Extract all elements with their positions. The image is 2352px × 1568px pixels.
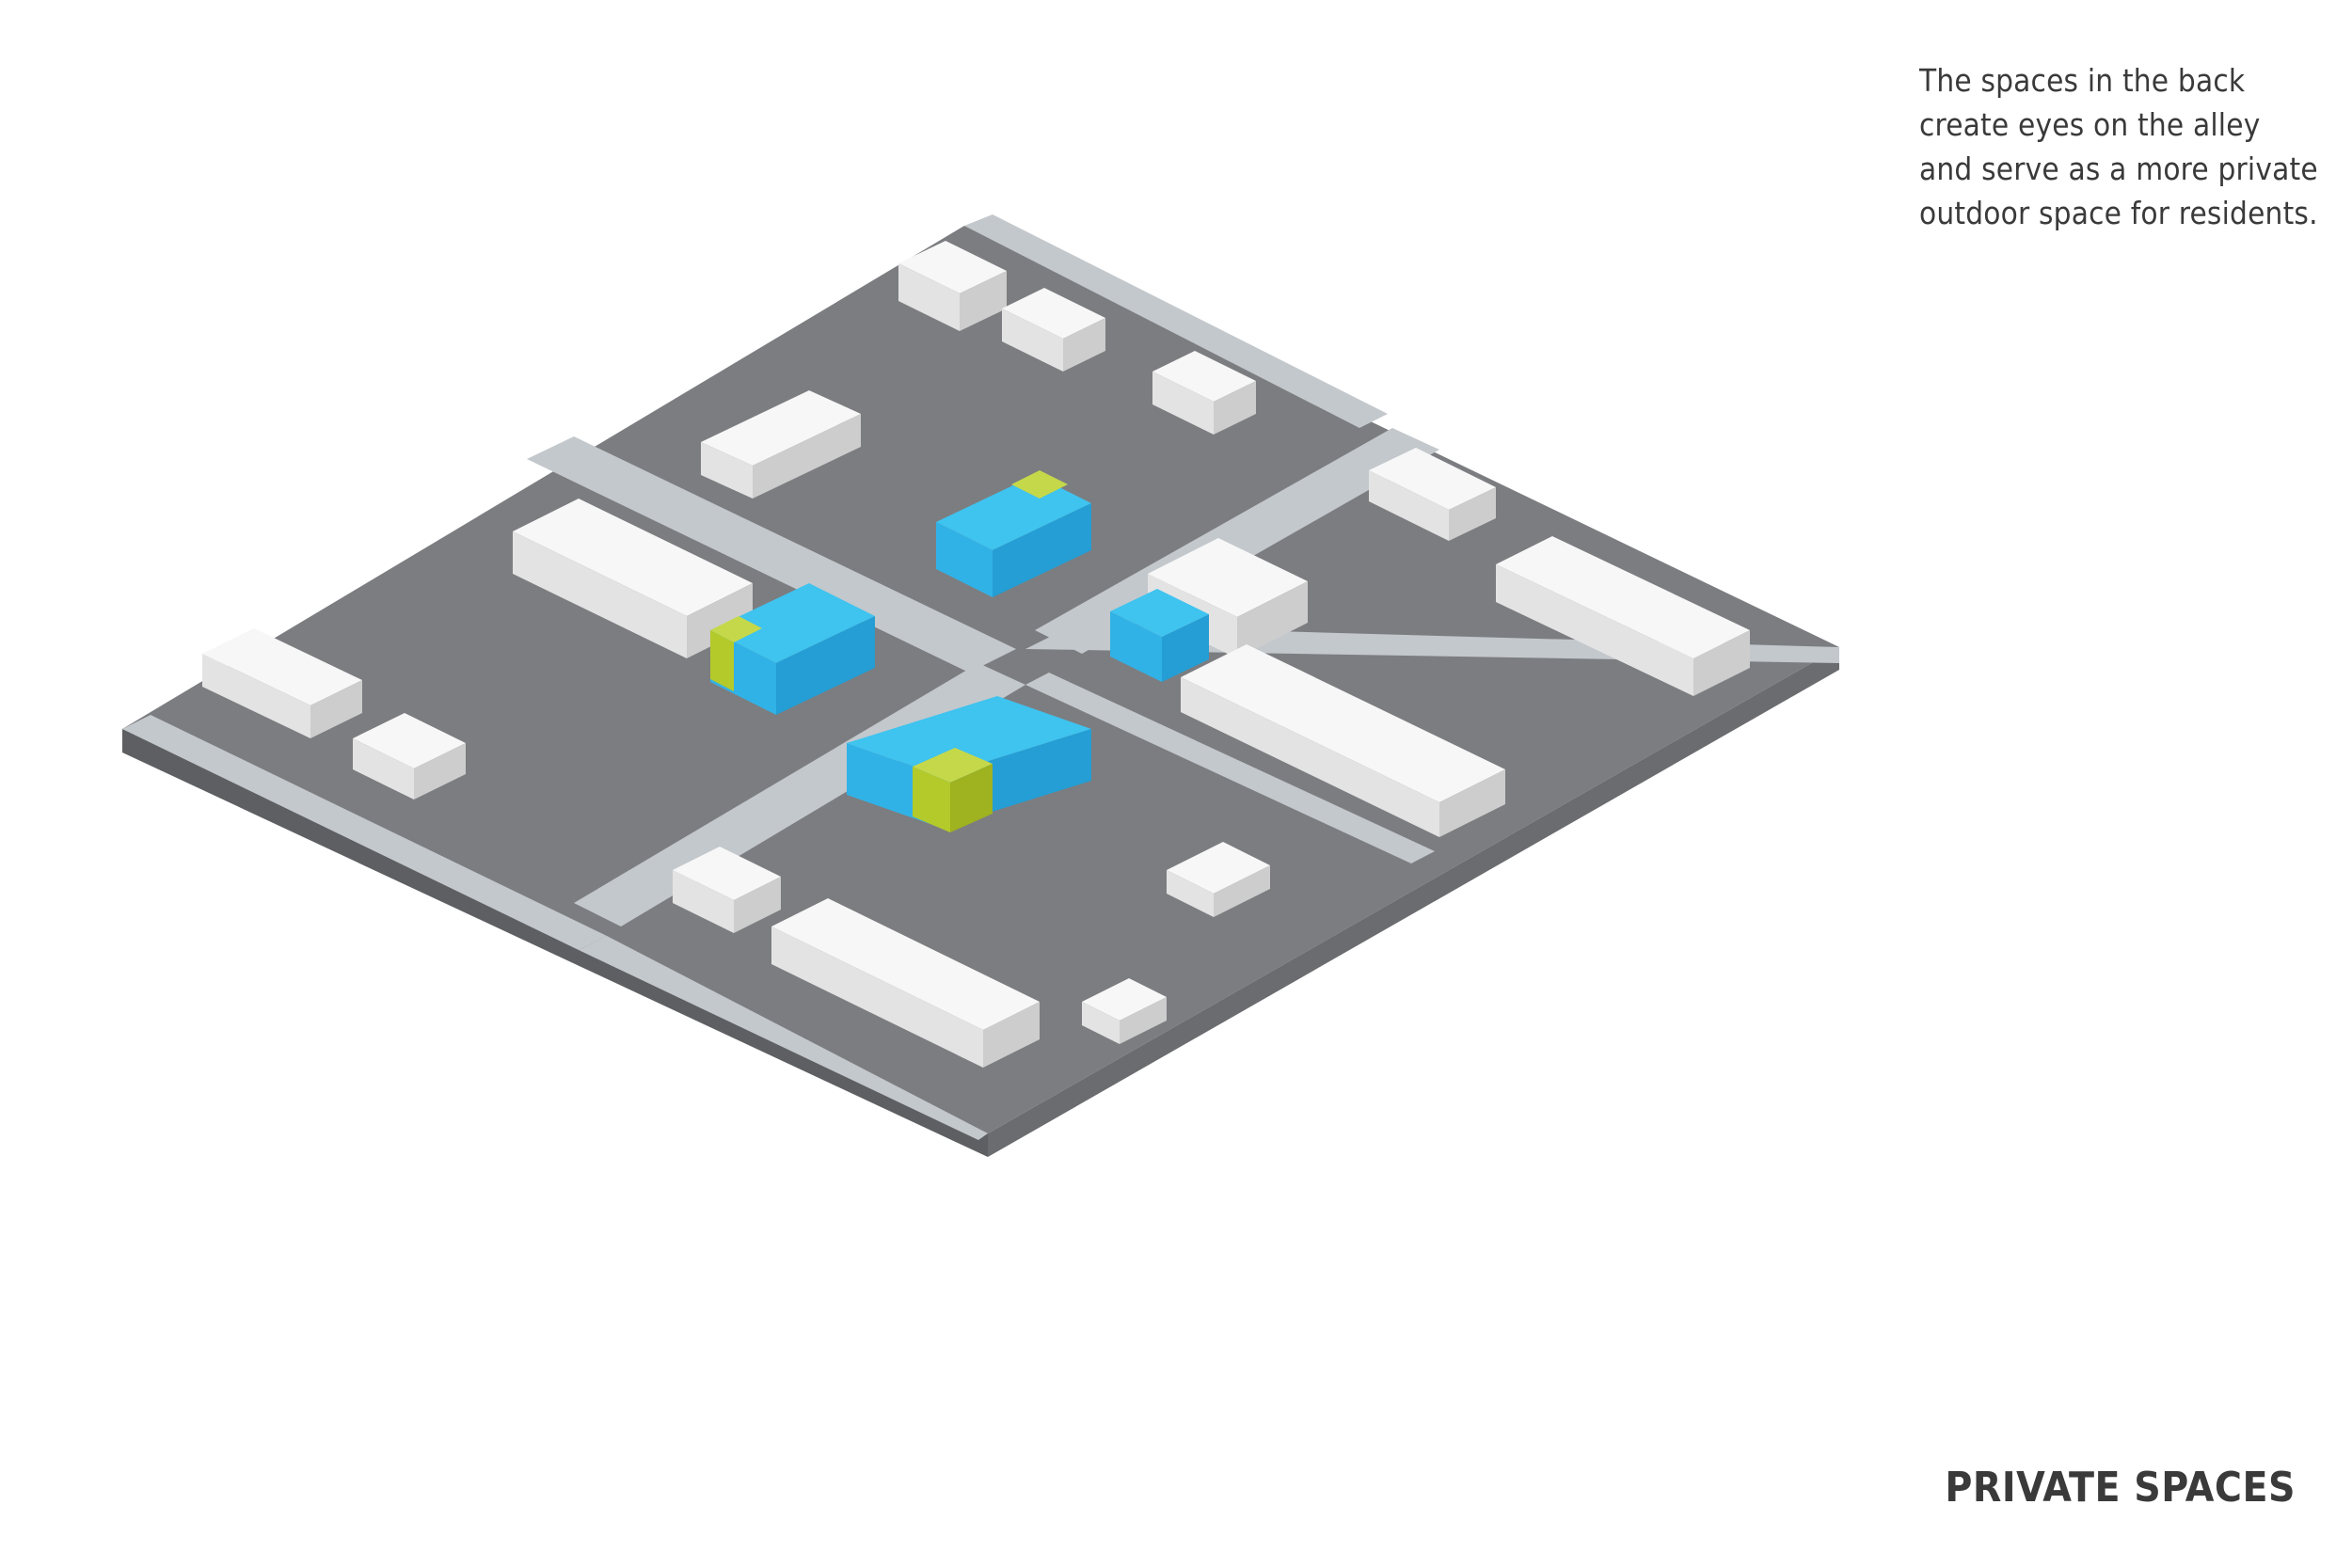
proposed-building-right bbox=[1110, 589, 1209, 682]
private-space-top bbox=[1011, 470, 1068, 499]
cross-street-top bbox=[1035, 428, 1439, 654]
proposed-building-top bbox=[936, 475, 1091, 597]
building bbox=[353, 713, 466, 800]
main-street-left bbox=[527, 436, 1016, 673]
caption-line: and serve as a more private bbox=[1919, 150, 2318, 187]
alley-left bbox=[122, 715, 607, 950]
description-caption: The spaces in the back create eyes on th… bbox=[1919, 58, 2333, 235]
building bbox=[513, 499, 753, 658]
building bbox=[202, 628, 362, 738]
building bbox=[1167, 842, 1270, 917]
private-space-bottom bbox=[913, 748, 993, 832]
proposed-buildings bbox=[710, 470, 1209, 832]
slab-front-right bbox=[988, 647, 1839, 1157]
building bbox=[771, 898, 1040, 1068]
building bbox=[1181, 644, 1505, 837]
caption-line: outdoor space for residents. bbox=[1919, 195, 2318, 231]
slab-front-left bbox=[122, 729, 988, 1157]
building bbox=[673, 847, 781, 933]
building bbox=[1082, 978, 1167, 1044]
caption-line: The spaces in the back bbox=[1919, 62, 2246, 99]
private-space-left bbox=[710, 616, 762, 691]
page-title: PRIVATE SPACES bbox=[1945, 1464, 2296, 1512]
building bbox=[1496, 536, 1750, 696]
alley-lower bbox=[1025, 673, 1435, 863]
building bbox=[701, 390, 861, 499]
alley-upper bbox=[964, 214, 1388, 428]
building bbox=[1369, 448, 1496, 541]
building bbox=[898, 241, 1007, 331]
building bbox=[1152, 351, 1256, 435]
caption-line: create eyes on the alley bbox=[1919, 106, 2261, 143]
alley-edge-bottom bbox=[579, 936, 988, 1140]
existing-buildings bbox=[202, 241, 1750, 1068]
building bbox=[1002, 288, 1105, 372]
